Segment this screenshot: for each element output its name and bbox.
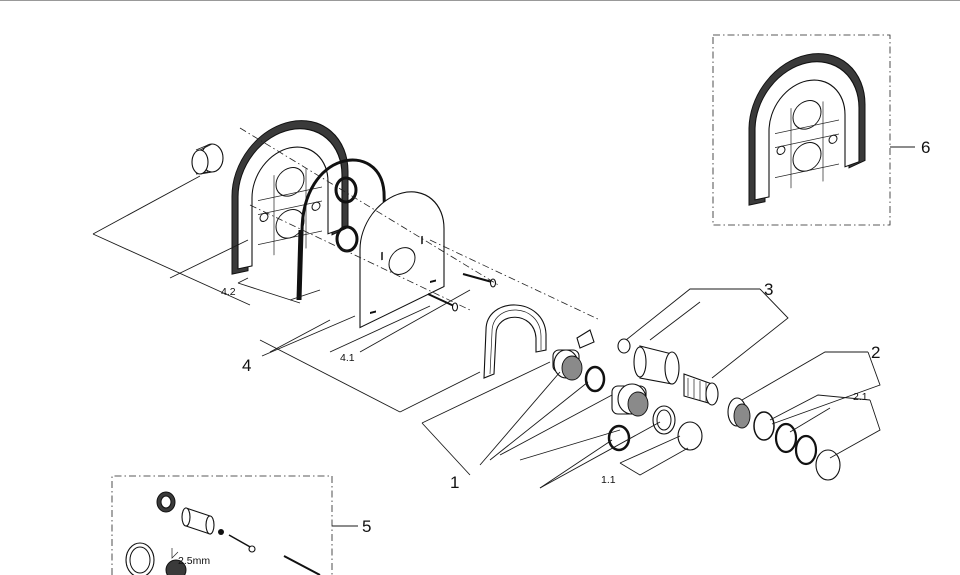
label-part-4-1: 4.1 — [340, 352, 355, 364]
handle-sleeve — [633, 345, 680, 385]
spline-adapter — [683, 373, 719, 406]
label-part-4-2: 4.2 — [221, 286, 236, 298]
label-part-5: 5 — [362, 517, 371, 536]
leader-lines — [92, 175, 881, 489]
sealing-gasket — [298, 158, 388, 301]
label-part-6: 6 — [921, 138, 930, 157]
label-part-3: 3 — [764, 280, 773, 299]
label-part-1: 1 — [450, 473, 459, 492]
u-frame — [483, 304, 547, 379]
label-part-2-1: 2.1 — [853, 391, 868, 403]
label-part-2: 2 — [871, 343, 880, 362]
inset-box-6 — [712, 34, 915, 226]
label-part-4: 4 — [242, 356, 251, 375]
inset-box-5 — [111, 475, 358, 575]
mounting-plate — [231, 120, 349, 275]
diverter-parts — [727, 397, 841, 481]
label-hex-key-size: 2.5mm — [178, 555, 210, 567]
o-ring-lower — [335, 225, 359, 253]
o-ring-upper — [334, 176, 358, 204]
cover-plate — [359, 191, 445, 329]
adapter-pieces — [576, 329, 631, 354]
label-part-1-1: 1.1 — [601, 474, 616, 486]
thermostat-cartridge — [552, 349, 703, 452]
screw-lower — [427, 293, 459, 312]
mounting-plate-spare — [748, 53, 866, 206]
sleeve-cylinder — [191, 143, 224, 175]
extension-tools — [125, 491, 321, 575]
